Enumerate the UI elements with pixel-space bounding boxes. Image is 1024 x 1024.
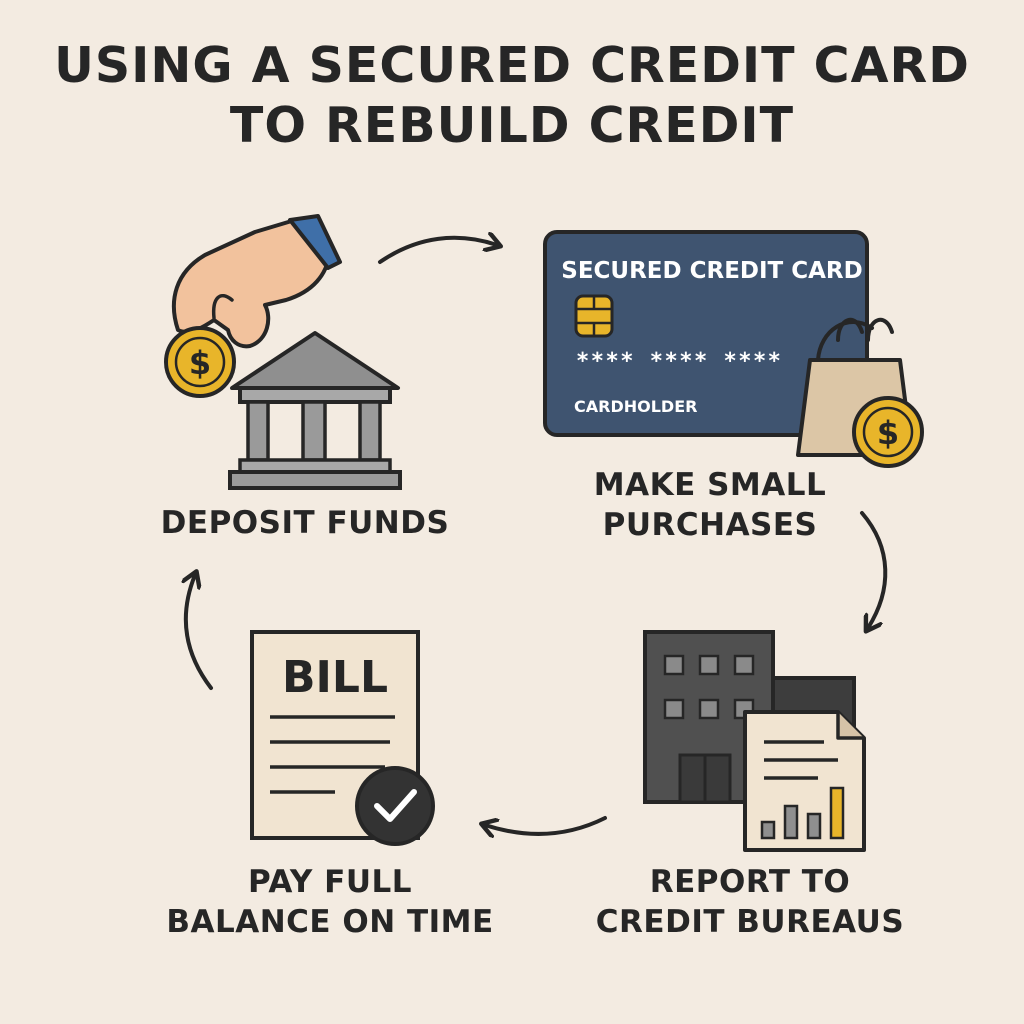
credit-card-illustration: SECURED CREDIT CARD **** **** **** CARDH… xyxy=(543,230,924,468)
step-purchase-line-2: PURCHASES xyxy=(602,507,818,543)
hand-icon xyxy=(171,214,342,349)
arrow-icon xyxy=(186,575,213,690)
deposit-funds-illustration: $ xyxy=(164,214,402,490)
title-line-1: USING A SECURED CREDIT CARD xyxy=(54,37,970,94)
card-title: SECURED CREDIT CARD xyxy=(561,258,862,284)
credit-bureau-illustration xyxy=(643,630,866,852)
step-label-purchase: MAKE SMALL PURCHASES xyxy=(530,465,890,545)
bill-illustration: BILL xyxy=(250,630,435,846)
bar-chart-icon xyxy=(760,786,845,840)
step-report-line-2: CREDIT BUREAUS xyxy=(595,904,905,940)
checkmark-icon xyxy=(355,766,435,846)
coin-symbol: $ xyxy=(877,414,899,452)
arrow-icon xyxy=(860,511,888,628)
report-document-icon xyxy=(743,710,866,852)
bill-heading: BILL xyxy=(282,652,388,703)
step-label-pay: PAY FULL BALANCE ON TIME xyxy=(120,862,540,942)
step-pay-line-2: BALANCE ON TIME xyxy=(166,904,494,940)
cardholder-label: CARDHOLDER xyxy=(574,397,697,416)
step-deposit-text: DEPOSIT FUNDS xyxy=(160,505,450,541)
bank-icon xyxy=(228,331,402,490)
coin-icon: $ xyxy=(852,396,924,468)
card-number-mask: **** **** **** xyxy=(576,349,782,374)
step-label-report: REPORT TO CREDIT BUREAUS xyxy=(560,862,940,942)
coin-symbol: $ xyxy=(189,344,211,382)
arrow-icon xyxy=(485,816,607,834)
coin-icon: $ xyxy=(164,326,236,398)
page-title: USING A SECURED CREDIT CARD TO REBUILD C… xyxy=(0,36,1024,156)
step-purchase-line-1: MAKE SMALL xyxy=(593,467,827,503)
chip-icon xyxy=(574,294,614,338)
step-label-deposit: DEPOSIT FUNDS xyxy=(110,503,500,543)
step-report-line-1: REPORT TO xyxy=(649,864,851,900)
arrow-icon xyxy=(378,238,497,264)
step-pay-line-1: PAY FULL xyxy=(248,864,412,900)
credit-card-icon: SECURED CREDIT CARD **** **** **** CARDH… xyxy=(543,230,869,437)
title-line-2: TO REBUILD CREDIT xyxy=(229,97,795,154)
